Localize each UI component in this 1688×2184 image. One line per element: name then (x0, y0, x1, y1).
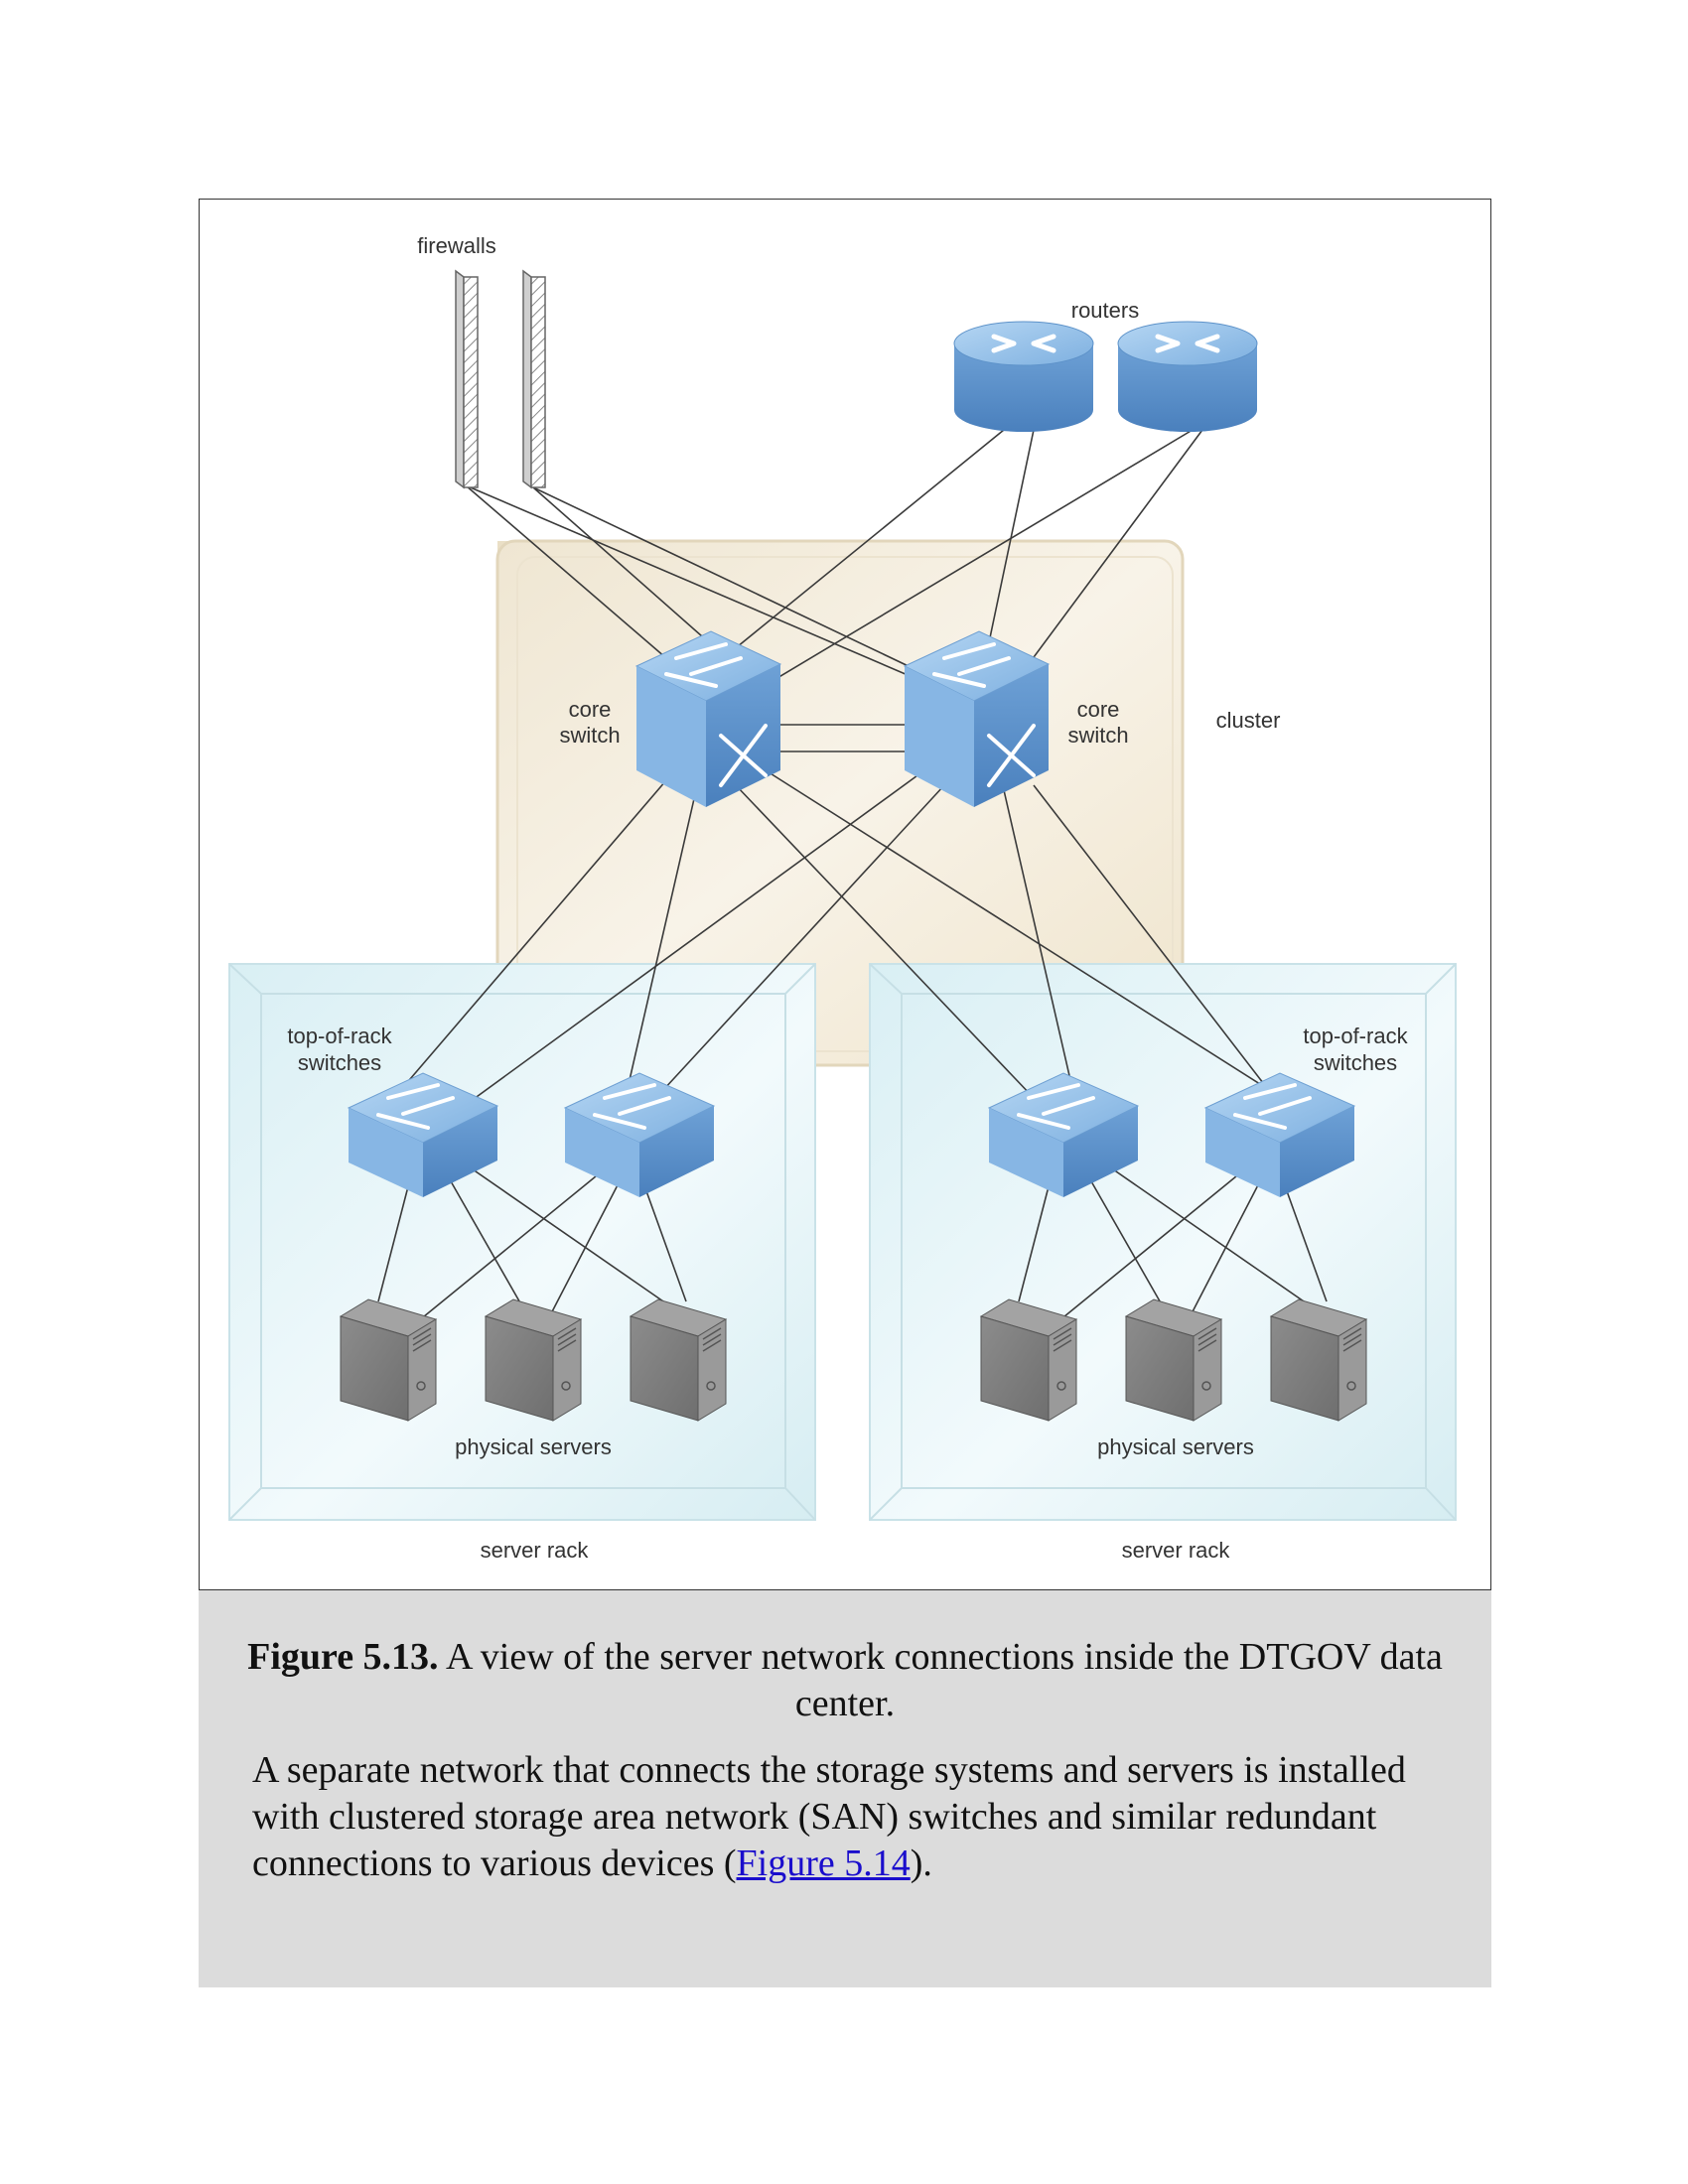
firewall-icon (455, 269, 479, 489)
firewall-icon (522, 269, 546, 489)
core-switch-icon (634, 630, 782, 807)
body-text-before: A separate network that connects the sto… (252, 1749, 1406, 1884)
label-core-switch-left-line2: switch (559, 723, 620, 748)
figure-5-14-link[interactable]: Figure 5.14 (736, 1843, 911, 1884)
router-icon (1117, 321, 1258, 432)
server-icon (484, 1298, 583, 1422)
label-routers: routers (1071, 298, 1139, 323)
server-icon (1124, 1298, 1223, 1422)
tor-switch-icon (563, 1072, 716, 1197)
body-text-after: ). (910, 1843, 932, 1884)
label-tor-left-line1: top-of-rack (287, 1024, 392, 1048)
figure-caption-text: A view of the server network connections… (438, 1636, 1443, 1724)
tor-switch-icon (1203, 1072, 1356, 1197)
server-icon (979, 1298, 1078, 1422)
tor-switch-icon (987, 1072, 1140, 1197)
label-firewalls: firewalls (417, 233, 495, 258)
figure-frame: firewalls routers core switch core switc… (199, 199, 1491, 1590)
label-physical-servers-right: physical servers (1097, 1434, 1254, 1459)
figure-caption: Figure 5.13. A view of the server networ… (199, 1634, 1491, 1727)
label-core-switch-left-line1: core (569, 697, 612, 722)
connection-lines (377, 429, 1328, 1322)
label-physical-servers-left: physical servers (455, 1434, 612, 1459)
network-diagram: firewalls routers core switch core switc… (228, 233, 1457, 1563)
label-core-switch-right-line2: switch (1067, 723, 1128, 748)
caption-panel: Figure 5.13. A view of the server networ… (199, 1590, 1491, 1987)
label-server-rack-left: server rack (481, 1538, 590, 1563)
server-icon (629, 1298, 728, 1422)
figure-label: Figure 5.13. (247, 1636, 439, 1678)
core-switch-icon (903, 630, 1051, 807)
server-icon (339, 1298, 438, 1422)
router-icon (953, 321, 1094, 432)
label-cluster: cluster (1216, 708, 1281, 733)
label-tor-right-line2: switches (1314, 1050, 1397, 1075)
tor-switch-icon (347, 1072, 499, 1197)
label-tor-left-line2: switches (298, 1050, 381, 1075)
label-core-switch-right-line1: core (1077, 697, 1120, 722)
label-tor-right-line1: top-of-rack (1303, 1024, 1408, 1048)
body-paragraph: A separate network that connects the sto… (252, 1747, 1464, 1887)
server-icon (1269, 1298, 1368, 1422)
label-server-rack-right: server rack (1122, 1538, 1231, 1563)
